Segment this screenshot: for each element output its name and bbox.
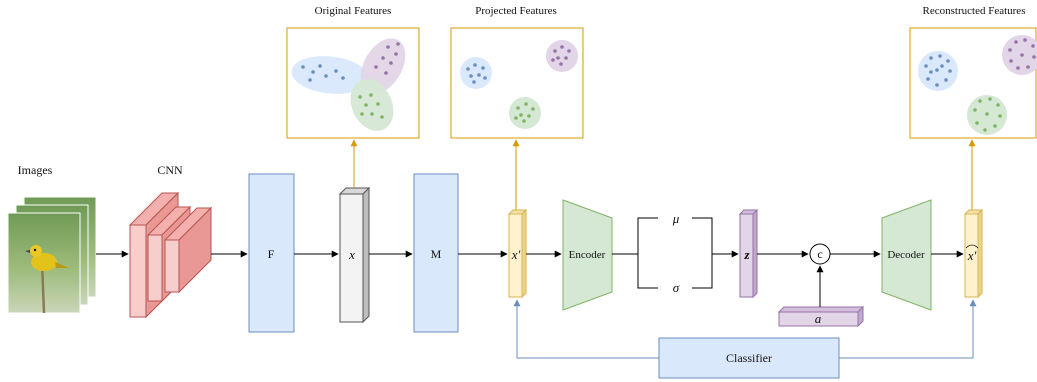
f-label: F <box>268 247 275 261</box>
concat-label: c <box>817 247 822 261</box>
z-bar <box>738 208 759 299</box>
images-stack <box>7 196 97 314</box>
mu-label: μ <box>672 211 680 226</box>
x-feature-bar <box>338 186 371 324</box>
x-prime-bar <box>507 208 528 299</box>
reconstructed-features-title: Reconstructed Features <box>923 5 1026 17</box>
z-label: z <box>743 247 750 262</box>
classifier-block <box>658 337 840 379</box>
attribute-label: a <box>815 311 822 326</box>
classifier-label: Classifier <box>726 351 772 365</box>
images-label: Images <box>18 163 53 177</box>
x-hat-label: x′ <box>967 248 977 263</box>
encoder-label: Encoder <box>569 249 606 261</box>
sigma-label: σ <box>673 280 680 295</box>
attribute-bar <box>777 305 865 328</box>
cnn-label: CNN <box>157 163 183 177</box>
m-label: M <box>431 247 442 261</box>
latent-bracket <box>637 217 713 289</box>
reconstructed-features-clusters <box>918 35 1037 135</box>
cnn-block <box>128 191 213 319</box>
x-hat-bar <box>963 208 984 299</box>
x-prime-label: x′ <box>511 247 521 262</box>
x-label: x <box>348 247 355 262</box>
original-features-clusters <box>291 38 406 131</box>
hat-accent <box>965 244 979 249</box>
arrow-classifier-xprime <box>513 299 659 359</box>
original-features-title: Original Features <box>315 5 392 17</box>
decoder-block <box>881 199 932 311</box>
encoder-block <box>562 199 613 311</box>
projected-features-title: Projected Features <box>475 5 557 17</box>
arrow-classifier-xhat <box>839 299 977 359</box>
m-block <box>413 173 459 333</box>
projected-features-clusters <box>460 40 578 129</box>
bird-image <box>25 245 69 314</box>
decoder-label: Decoder <box>887 249 925 261</box>
f-block <box>248 173 295 333</box>
